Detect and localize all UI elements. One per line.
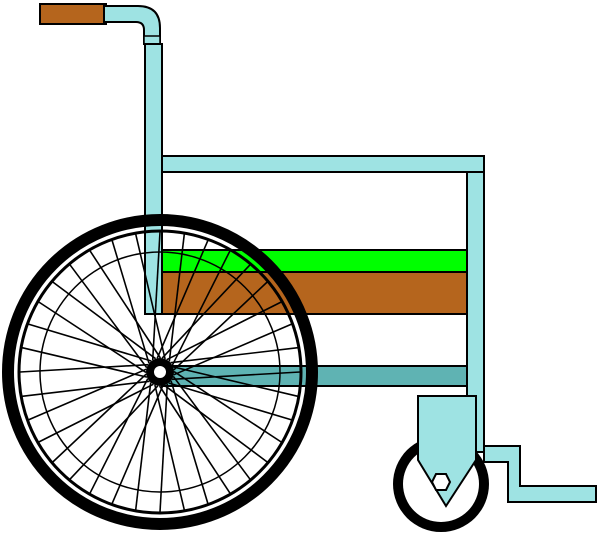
wheel-spoke xyxy=(154,384,186,511)
caster-axle xyxy=(430,473,452,491)
back-post xyxy=(144,43,163,315)
wheel-spoke xyxy=(89,378,149,494)
wheel-spoke xyxy=(111,240,150,364)
wheel-spoke xyxy=(170,380,209,504)
wheel-spoke xyxy=(89,250,162,359)
wheel-spoke xyxy=(171,250,231,366)
wheel-spoke xyxy=(172,375,251,480)
main-wheel-hub-inner xyxy=(154,366,166,378)
wheel-spoke xyxy=(69,385,159,480)
wheel-spoke xyxy=(22,380,150,398)
caster-fork xyxy=(417,395,477,508)
wheel-spoke xyxy=(28,368,147,421)
wheel-spoke xyxy=(38,383,154,443)
wheel-spoke xyxy=(171,371,301,381)
wheel-spoke xyxy=(19,363,149,373)
wheel-spoke xyxy=(151,231,161,361)
push-handle-cap xyxy=(143,35,161,45)
wheel-spoke xyxy=(21,346,148,378)
wheel-spoke xyxy=(52,373,147,463)
seat-base xyxy=(161,271,468,315)
seat-cushion xyxy=(161,249,468,273)
wheel-spoke xyxy=(52,281,157,360)
wheel-spoke xyxy=(159,383,169,513)
wheel-spoke xyxy=(172,366,299,398)
wheel-spoke xyxy=(161,264,251,359)
main-wheel-tire xyxy=(2,214,318,530)
wheel-spoke xyxy=(170,346,298,364)
main-wheel xyxy=(2,214,318,530)
wheel-spoke xyxy=(173,323,292,376)
wheel-spoke xyxy=(166,301,282,361)
wheel-spoke xyxy=(156,240,209,359)
wheel-spoke xyxy=(111,385,164,504)
main-wheel-spokes xyxy=(19,231,301,513)
handle-grip xyxy=(39,3,107,25)
wheel-spoke xyxy=(168,234,186,362)
main-wheel-rim xyxy=(17,229,303,515)
wheel-spoke xyxy=(28,323,152,362)
wheel-spoke xyxy=(173,281,268,371)
wheel-spoke xyxy=(69,264,148,369)
main-wheel-handrim xyxy=(39,251,281,493)
wheel-spoke xyxy=(158,385,231,494)
wheel-spoke xyxy=(38,301,147,374)
wheel-spoke xyxy=(173,370,282,443)
wheel-spoke xyxy=(163,384,268,463)
armrest-bar xyxy=(161,155,485,173)
wheel-spoke xyxy=(134,233,166,360)
wheel-spoke xyxy=(134,382,152,510)
footrest-bracket xyxy=(483,445,597,503)
wheel-spoke xyxy=(168,382,292,421)
